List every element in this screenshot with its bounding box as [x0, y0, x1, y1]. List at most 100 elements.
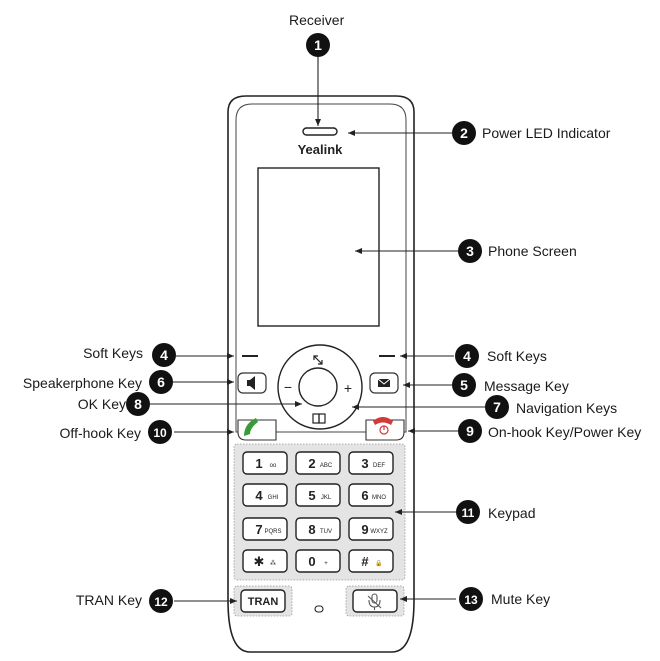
callout-arrowhead: [227, 379, 234, 385]
label-navigation-keys: Navigation Keys: [516, 400, 618, 416]
callout-marker-4: 4: [152, 343, 176, 367]
svg-text:12: 12: [154, 595, 168, 609]
on-hook-key[interactable]: [365, 419, 405, 441]
callout-marker-10: 10: [148, 420, 172, 444]
label-off-hook-key: Off-hook Key: [59, 425, 141, 441]
keypad-letters: oo: [270, 463, 277, 469]
callout-marker-11: 11: [456, 500, 480, 524]
label-on-hook-key: On-hook Key/Power Key: [488, 424, 642, 440]
label-ok-key: OK Key: [77, 396, 126, 412]
svg-text:8: 8: [134, 396, 142, 412]
callout-arrowhead: [315, 119, 321, 126]
phone-red-power-icon: [373, 417, 393, 435]
keypad-key-2[interactable]: 2 ABC: [295, 451, 341, 475]
handset-inner-bezel: [235, 103, 407, 433]
keypad-digit: 6: [361, 488, 368, 503]
callout-marker-12: 12: [149, 589, 173, 613]
callout-marker-7: 7: [485, 395, 509, 419]
nav-left-minus[interactable]: −: [284, 379, 292, 395]
keypad-letters: 🔒: [375, 559, 382, 567]
keypad-digit: ✱: [254, 554, 265, 569]
callout-arrowhead: [408, 428, 415, 434]
callout-marker-9: 9: [458, 419, 482, 443]
keypad-digit: 0: [308, 554, 315, 569]
callout-marker-6: 6: [149, 370, 173, 394]
svg-text:10: 10: [153, 426, 167, 440]
mute-key[interactable]: [352, 589, 398, 613]
callout-arrowhead: [395, 509, 402, 515]
callout-arrowhead: [295, 401, 302, 407]
keypad-digit: 8: [308, 522, 315, 537]
keypad-letters: WXYZ: [370, 529, 388, 535]
keypad-key-1[interactable]: 1 oo: [242, 451, 288, 475]
callout-arrowhead: [227, 353, 234, 359]
callout-marker-1: 1: [306, 33, 330, 57]
callout-marker-3: 3: [458, 239, 482, 263]
label-phone-screen: Phone Screen: [488, 243, 577, 259]
keypad-digit: 4: [255, 488, 263, 503]
nav-up-arrows-icon: [313, 355, 323, 365]
keypad-letters: ABC: [320, 463, 333, 469]
svg-text:4: 4: [463, 348, 471, 364]
keypad-key-10[interactable]: ✱⁂: [242, 549, 288, 573]
keypad-letters: +: [324, 561, 328, 567]
callout-arrowhead: [355, 248, 362, 254]
label-mute-key: Mute Key: [491, 591, 551, 607]
nav-right-plus[interactable]: +: [344, 380, 352, 396]
keypad-digit: 7: [255, 522, 262, 537]
callout-marker-5: 5: [452, 373, 476, 397]
brand-logo: Yealink: [298, 142, 344, 157]
keypad-digit: 2: [308, 456, 315, 471]
label-soft-keys-right: Soft Keys: [487, 348, 547, 364]
callout-arrowhead: [352, 404, 359, 410]
microphone-hole: [314, 605, 324, 613]
callout-arrowhead: [400, 353, 407, 359]
svg-text:11: 11: [462, 506, 475, 520]
keypad-letters: ⁂: [270, 560, 276, 567]
keypad-digit: 1: [255, 456, 262, 471]
phone-screen: [257, 167, 380, 327]
svg-text:1: 1: [314, 37, 322, 53]
label-keypad: Keypad: [488, 505, 536, 521]
callout-arrowhead: [227, 429, 234, 435]
keypad-letters: TUV: [320, 529, 332, 535]
callout-marker-2: 2: [452, 121, 476, 145]
svg-text:4: 4: [160, 347, 168, 363]
keypad-key-8[interactable]: 8 TUV: [295, 517, 341, 541]
speaker-icon: [247, 376, 255, 390]
tran-key[interactable]: [240, 589, 286, 613]
keypad-key-4[interactable]: 4 GHI: [242, 483, 288, 507]
svg-text:9: 9: [466, 423, 474, 439]
mic-muted-icon: [367, 593, 382, 610]
ok-key[interactable]: [298, 367, 338, 407]
keypad-digit: 5: [308, 488, 315, 503]
svg-text:6: 6: [157, 374, 165, 390]
keypad-key-3[interactable]: 3 DEF: [348, 451, 394, 475]
phone-green-icon: [244, 418, 258, 436]
callout-arrowhead: [403, 382, 410, 388]
label-soft-keys-left: Soft Keys: [83, 345, 143, 361]
label-message-key: Message Key: [484, 378, 569, 394]
keypad-letters: GHI: [268, 495, 279, 501]
callout-marker-8: 8: [126, 392, 150, 416]
keypad-letters: JKL: [321, 495, 332, 501]
off-hook-key[interactable]: [237, 419, 277, 441]
svg-text:5: 5: [460, 377, 468, 393]
keypad-key-12[interactable]: #🔒: [348, 549, 394, 573]
directory-book-icon: [312, 413, 326, 424]
keypad-key-11[interactable]: 0+: [295, 549, 341, 573]
keypad-key-5[interactable]: 5 JKL: [295, 483, 341, 507]
keypad-letters: DEF: [373, 463, 385, 469]
keypad-digit: 3: [361, 456, 368, 471]
callout-arrowhead: [230, 598, 237, 604]
label-tran-key: TRAN Key: [75, 592, 142, 608]
svg-text:13: 13: [464, 593, 478, 607]
svg-text:2: 2: [460, 125, 468, 141]
